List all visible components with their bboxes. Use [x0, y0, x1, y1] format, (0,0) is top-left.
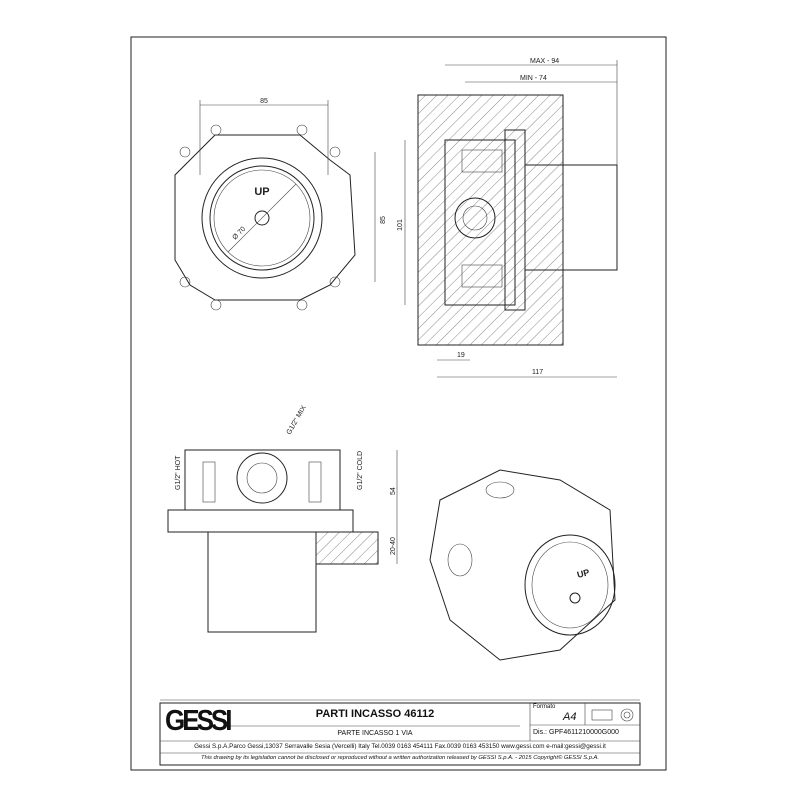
format-value: A4 — [563, 711, 577, 723]
up-label: UP — [254, 186, 269, 198]
drawing-number: Dis.: GPF4611210000G000 — [533, 729, 619, 736]
drawing-subtitle: PARTE INCASSO 1 VIA — [337, 730, 413, 737]
drawing-title: PARTI INCASSO 46112 — [315, 708, 435, 720]
cold-label: G1/2" COLD — [357, 451, 364, 490]
hot-label: G1/2" HOT — [175, 455, 182, 490]
total-depth-dim: 117 — [532, 369, 543, 376]
projection-symbol — [591, 709, 613, 721]
format-label: Formato — [533, 704, 556, 710]
min-depth-dim: MIN - 74 — [520, 75, 547, 82]
front-view: 85 85 Ø 70 UP — [174, 98, 387, 311]
diameter-dim: Ø 70 — [231, 226, 247, 242]
gessi-logo: GESSI — [165, 703, 233, 737]
company-address: Gessi S.p.A.Parco Gessi,13037 Serravalle… — [194, 743, 606, 750]
top-view: G1/2" MIX G1/2" HOT G1/2" COLD 54 20-40 — [167, 404, 398, 633]
copyright-disclaimer: This drawing by its legislation cannot b… — [200, 755, 600, 761]
max-depth-dim: MAX - 94 — [530, 58, 559, 65]
body-height-dim: 54 — [390, 487, 397, 495]
side-view: MAX - 94 MIN - 74 101 19 117 — [397, 58, 618, 378]
wall-offset-dim: 19 — [457, 352, 465, 359]
wall-range-dim: 20-40 — [390, 537, 397, 555]
front-width-dim: 85 — [260, 98, 268, 105]
isometric-view: UP — [429, 469, 616, 661]
title-block — [159, 702, 641, 766]
front-height-dim: 85 — [380, 216, 387, 224]
side-height-dim: 101 — [397, 219, 404, 231]
iso-up-label: UP — [576, 567, 591, 580]
drawing-frame — [130, 36, 667, 771]
mix-label: G1/2" MIX — [286, 404, 308, 436]
